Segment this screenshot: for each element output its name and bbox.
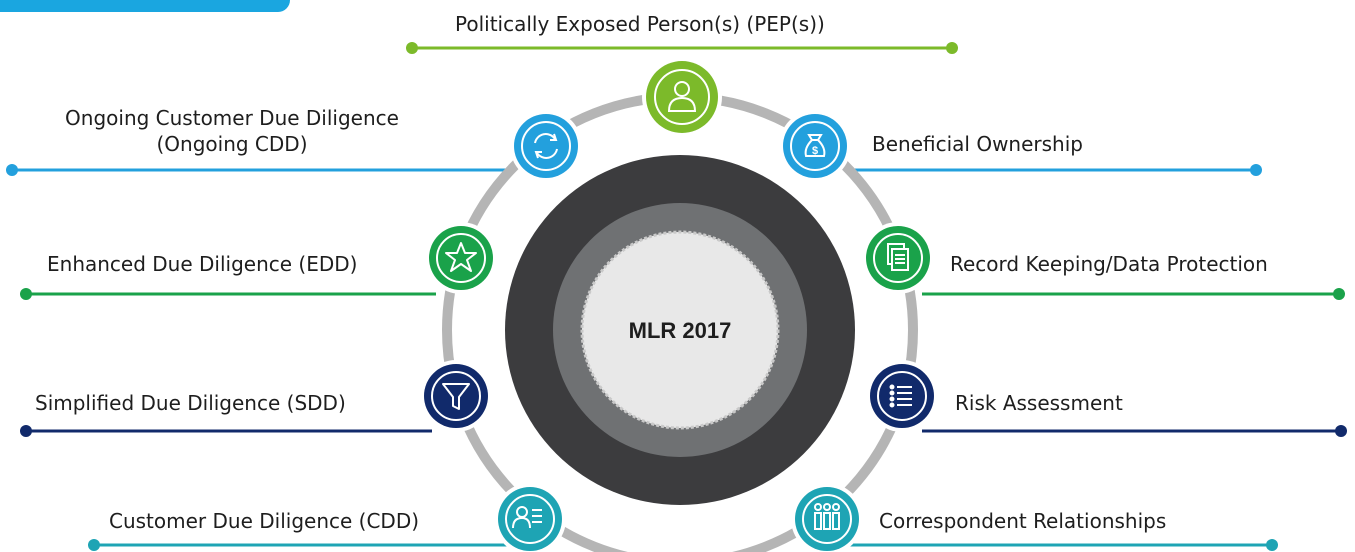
money-bag-icon: $ (804, 134, 826, 157)
node-pep[interactable] (642, 57, 722, 137)
svg-text:$: $ (812, 145, 818, 157)
node-sdd[interactable] (420, 360, 492, 432)
dot-risk-assessment (1335, 425, 1347, 437)
node-record-keeping[interactable] (862, 222, 934, 294)
dot-record-keeping (1333, 288, 1345, 300)
label-sdd: Simplified Due Diligence (SDD) (35, 391, 346, 415)
star-icon (445, 242, 477, 272)
label-pep: Politically Exposed Person(s) (PEP(s)) (455, 12, 825, 36)
person-icon (667, 81, 697, 112)
filter-icon (442, 383, 470, 410)
node-edd[interactable] (425, 222, 497, 294)
dot-pep-left (406, 42, 418, 54)
center-label: MLR 2017 (629, 318, 732, 343)
header-badge (0, 0, 290, 12)
dot-beneficial-ownership (1250, 164, 1262, 176)
label-correspondent: Correspondent Relationships (879, 509, 1167, 533)
dot-pep-right (946, 42, 958, 54)
label-risk-assessment: Risk Assessment (955, 391, 1123, 415)
dot-edd (20, 288, 32, 300)
node-beneficial-ownership[interactable]: $ (779, 110, 851, 182)
list-icon (889, 384, 912, 408)
node-correspondent[interactable] (791, 483, 863, 552)
dot-cdd (88, 539, 100, 551)
dot-ongoing-cdd (6, 164, 18, 176)
dot-sdd (20, 425, 32, 437)
connector-lines (6, 42, 1347, 551)
label-record-keeping: Record Keeping/Data Protection (950, 252, 1268, 276)
customer-list-icon (512, 506, 542, 529)
dot-correspondent (1266, 539, 1278, 551)
documents-icon (887, 243, 909, 271)
group-icon (814, 503, 840, 530)
node-cdd[interactable] (494, 483, 566, 552)
label-beneficial-ownership: Beneficial Ownership (872, 132, 1083, 156)
label-ongoing-cdd: Ongoing Customer Due Diligence (Ongoing … (65, 106, 399, 156)
node-ongoing-cdd[interactable] (510, 110, 582, 182)
label-cdd: Customer Due Diligence (CDD) (109, 509, 420, 533)
center-core (580, 230, 780, 430)
node-risk-assessment[interactable] (866, 360, 938, 432)
label-edd: Enhanced Due Diligence (EDD) (47, 252, 358, 276)
refresh-icon (534, 133, 558, 159)
